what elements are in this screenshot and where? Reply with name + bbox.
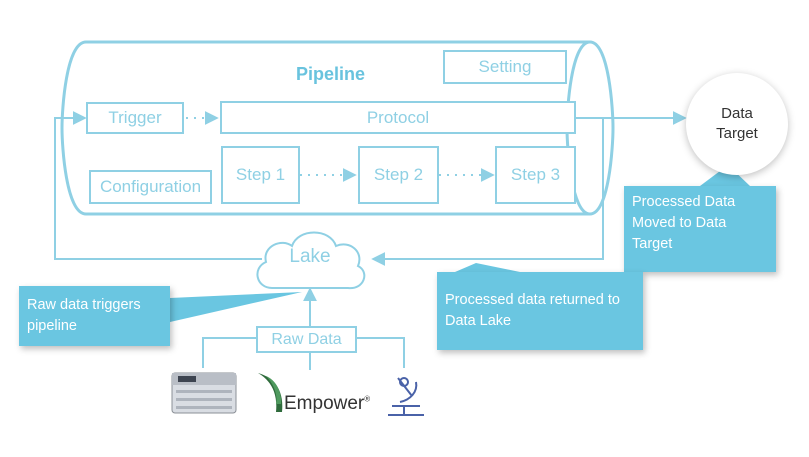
callout-lake-pointer [455,263,520,272]
callout-processed-to-lake: Processed data returned to Data Lake [437,272,643,350]
empower-wordmark: Empower® [284,393,370,415]
configuration-box: Configuration [89,170,212,204]
data-target-line2: Target [716,125,758,142]
callout-processed-to-target: Processed Data Moved to Data Target [624,186,776,272]
protocol-box: Protocol [220,101,576,134]
step-3-box: Step 3 [495,146,576,204]
callout-raw-pointer [170,292,302,322]
lake-cloud [256,231,366,290]
empower-logo [258,373,283,412]
step-1-box: Step 1 [221,146,300,204]
return-to-lake-arrow [371,118,604,266]
lab-instrument-icon [171,372,237,414]
pipeline-title: Pipeline [296,64,366,84]
data-target-line1: Data [721,105,753,122]
lake-trigger-arrow [54,111,262,260]
trigger-box: Trigger [86,102,184,134]
data-target-node: Data Target [686,73,788,175]
callout-target-pointer [700,165,750,186]
empower-name: Empower [284,393,365,414]
rawdata-branch-right [357,337,405,368]
empower-registered-mark: ® [364,394,371,404]
lake-label: Lake [289,246,331,267]
raw-data-box: Raw Data [256,326,357,353]
callout-raw-triggers: Raw data triggers pipeline [19,286,170,346]
microscope-icon [388,377,424,416]
rawdata-branch-left [202,337,256,368]
step-2-box: Step 2 [358,146,439,204]
setting-box: Setting [443,50,567,84]
